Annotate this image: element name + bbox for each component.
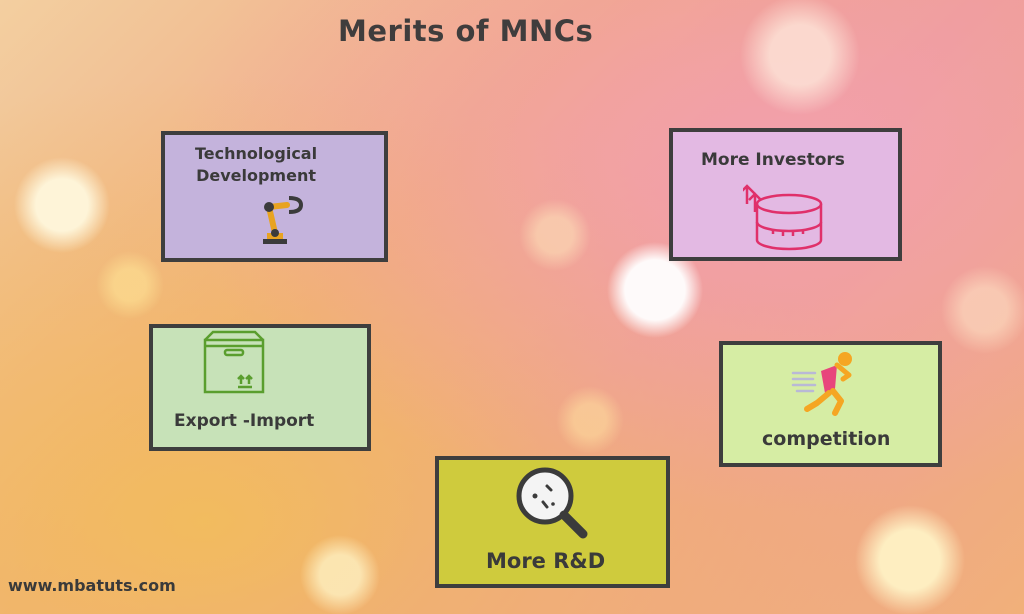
card-more-investors: More Investors bbox=[669, 128, 902, 261]
cardboard-box-icon bbox=[203, 330, 265, 394]
card-label: More R&D bbox=[486, 549, 606, 573]
card-competition: competition bbox=[719, 341, 942, 467]
card-technological-development: Technological Development bbox=[161, 131, 388, 262]
card-export-import: Export -Import bbox=[149, 324, 371, 451]
page-title: Merits of MNCs bbox=[338, 14, 594, 48]
running-person-icon bbox=[791, 352, 852, 416]
magnifying-glass-icon bbox=[516, 467, 588, 539]
card-more-rd: More R&D bbox=[435, 456, 670, 588]
card-label: Technological Development bbox=[195, 143, 317, 187]
label-line-1: Technological bbox=[195, 144, 318, 163]
site-url: www.mbatuts.com bbox=[8, 576, 176, 595]
label-line-2: Development bbox=[196, 166, 316, 185]
coins-up-arrow-icon bbox=[743, 184, 823, 251]
robotic-arm-icon bbox=[263, 196, 303, 244]
card-label: Export -Import bbox=[174, 411, 315, 431]
card-label: More Investors bbox=[701, 150, 845, 170]
card-label: competition bbox=[762, 428, 891, 450]
